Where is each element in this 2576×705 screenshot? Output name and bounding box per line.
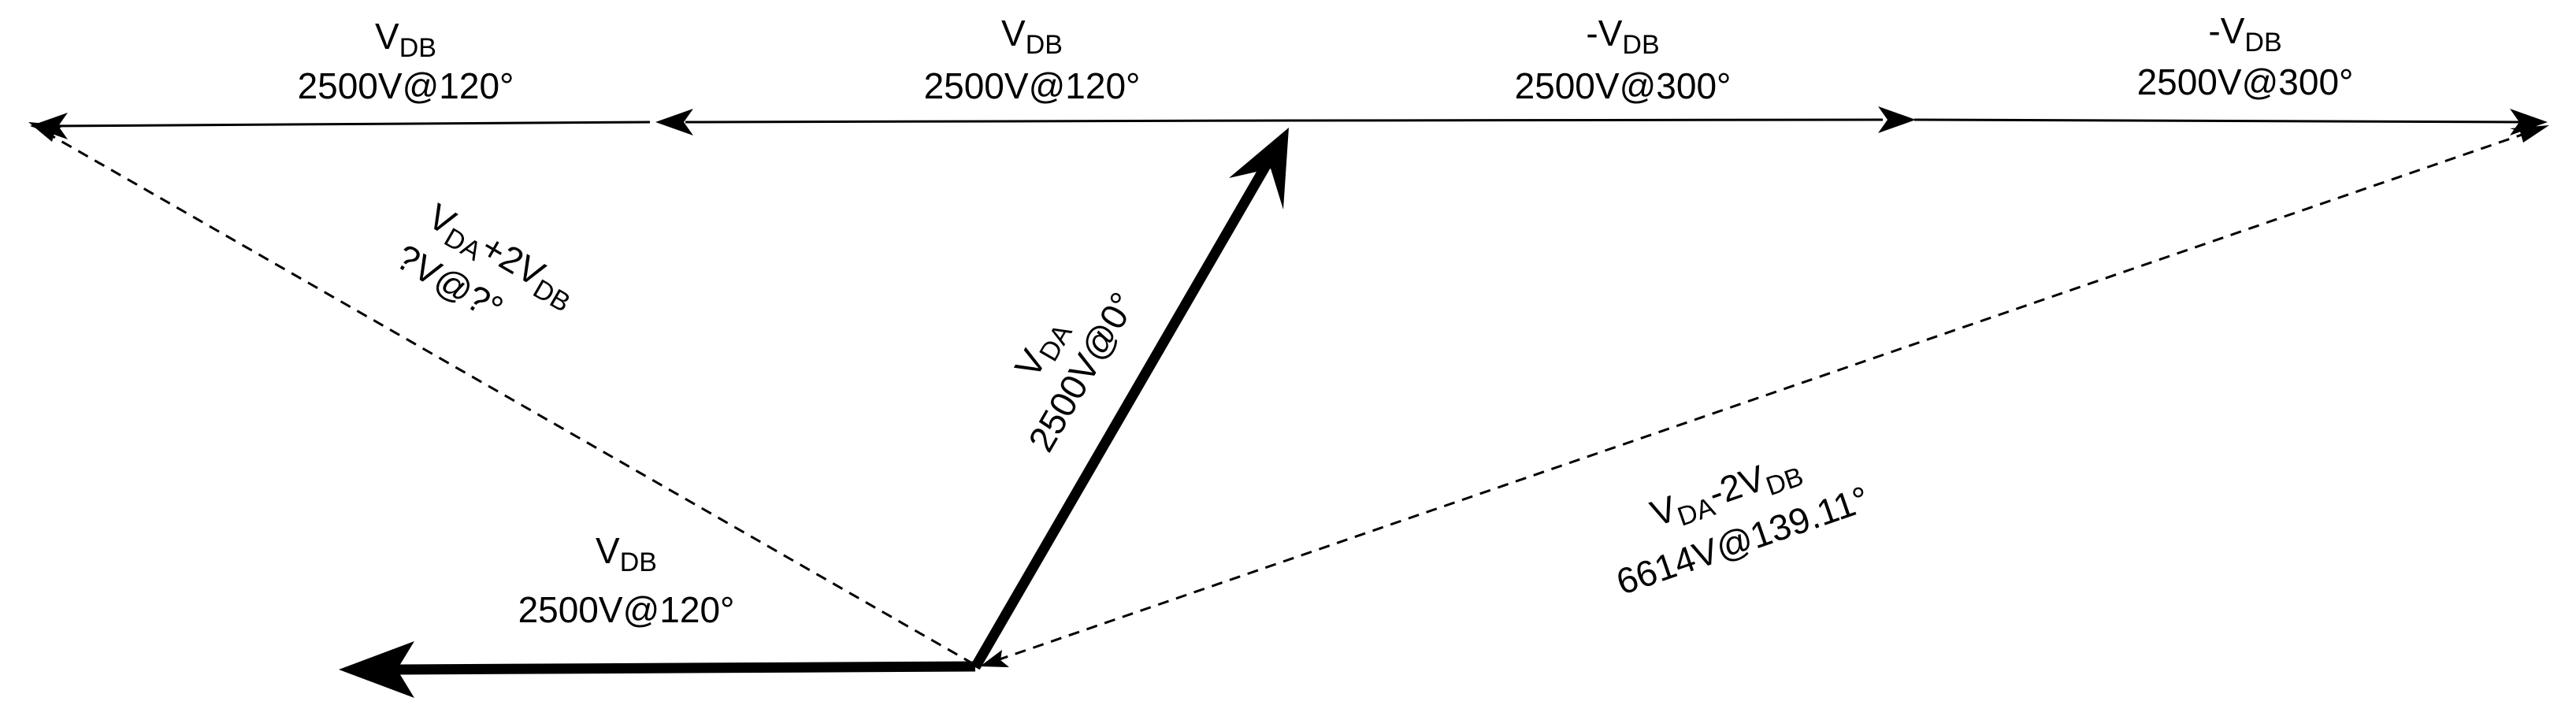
neg-vdb-top-right-line <box>1913 118 2526 124</box>
vda-minus-2vdb-line <box>997 131 2530 662</box>
label-vdb-bottom-magnitude: 2500V@120° <box>518 589 735 630</box>
vdb-top-left-line <box>48 121 651 128</box>
vdb-top-mid-line <box>685 119 1293 124</box>
arrowhead-vda-minus-2vdb-end <box>2510 125 2549 143</box>
label-vda-minus-2vdb-name: VDA-2VDB <box>1646 445 1808 540</box>
label-vdb-top-left-magnitude: 2500V@120° <box>298 65 514 106</box>
labels: VDB 2500V@120° VDB 2500V@120° -VDB 2500V… <box>298 10 2354 630</box>
label-vda-plus-2vdb: VDA+2VDB ?V@?° <box>389 195 575 329</box>
label-neg-vdb-top-right-name: -VDB <box>2208 10 2281 58</box>
neg-vdb-top-mid-line <box>1291 118 1884 122</box>
vda-plus-2vdb-line <box>45 131 974 666</box>
label-neg-vdb-top-mid-name: -VDB <box>1586 13 1659 60</box>
arrowheads <box>28 106 2549 698</box>
label-vdb-top-left-name: VDB <box>375 16 436 63</box>
label-vdb-top-mid-name: VDB <box>1001 13 1063 60</box>
label-vda-minus-2vdb: VDA-2VDB 6614V@139.11° <box>1611 445 1874 603</box>
arrowhead-vda-plus-2vdb <box>28 122 66 142</box>
label-neg-vdb-top-right-magnitude: 2500V@300° <box>2137 61 2354 102</box>
label-vdb-top-mid-magnitude: 2500V@120° <box>924 65 1141 106</box>
vda-line <box>971 158 1273 670</box>
vdb-bottom-line <box>393 661 976 675</box>
arrowhead-neg-vdb-top-mid <box>1878 106 1916 133</box>
vector-lines <box>45 118 2530 675</box>
label-neg-vdb-top-mid-magnitude: 2500V@300° <box>1515 65 1732 106</box>
arrowhead-vda <box>1229 128 1289 210</box>
arrowhead-vdb-top-mid <box>655 109 693 135</box>
label-vdb-bottom-name: VDB <box>596 530 657 577</box>
arrowhead-vdb-bottom <box>339 641 414 698</box>
arrowhead-vda-minus-2vdb <box>980 650 1009 667</box>
